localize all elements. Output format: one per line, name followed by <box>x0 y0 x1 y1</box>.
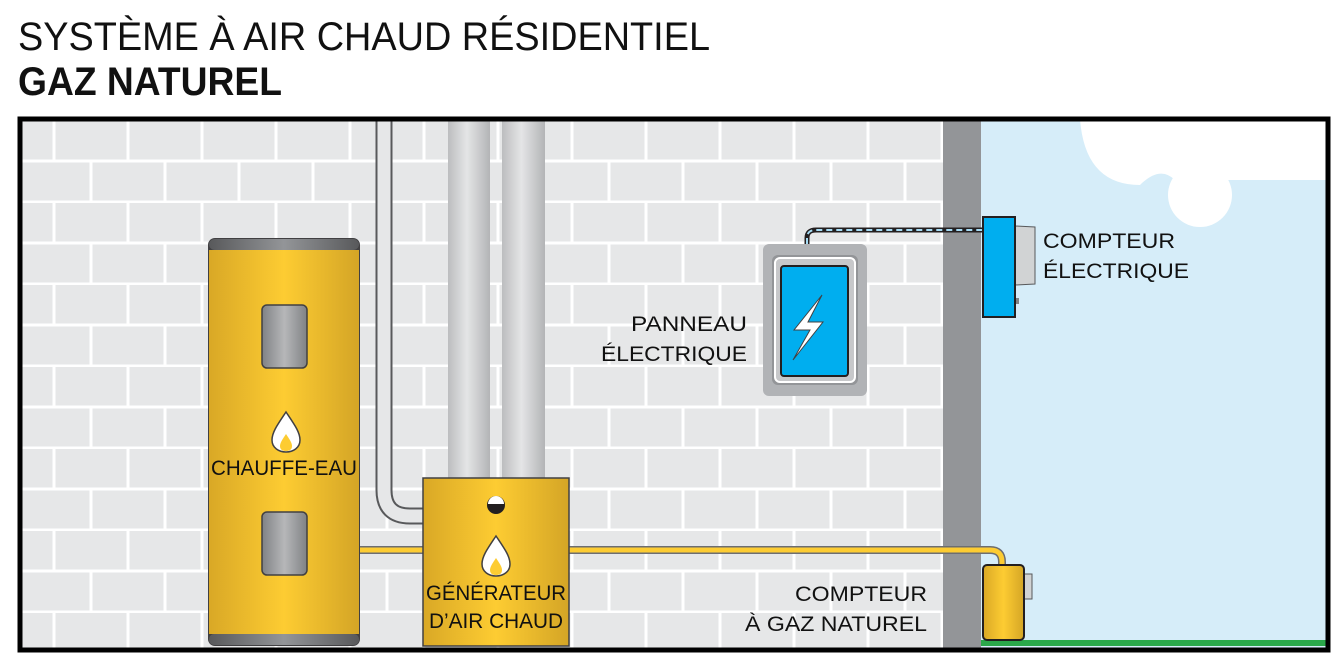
gauge-icon <box>487 496 505 514</box>
water-heater-label: CHAUFFE-EAU <box>211 457 357 480</box>
electric-meter-label-line-2: ÉLECTRIQUE <box>1043 260 1189 283</box>
water-heater-window-top <box>261 304 308 369</box>
gas-meter <box>982 564 1033 641</box>
air-duct-1 <box>448 119 490 481</box>
panel-label-line-2: ÉLECTRIQUE <box>601 343 747 366</box>
cloud <box>1080 119 1328 227</box>
electric-meter <box>982 216 1036 318</box>
water-heater-window-bottom <box>261 511 308 576</box>
title-line-2: GAZ NATUREL <box>18 60 282 104</box>
electric-meter-label-line-1: COMPTEUR <box>1043 230 1175 253</box>
gas-meter-label-line-2: À GAZ NATUREL <box>745 613 927 636</box>
flame-icon <box>271 410 301 453</box>
lightning-icon <box>792 294 825 361</box>
exhaust-pipe <box>377 119 425 523</box>
gas-pipe <box>360 547 1005 568</box>
panel-label-line-1: PANNEAU <box>631 313 747 336</box>
exterior-wall <box>943 119 981 650</box>
title-line-1: SYSTÈME À AIR CHAUD RÉSIDENTIEL <box>18 14 710 59</box>
electric-wire <box>806 229 983 244</box>
outdoor-sky <box>981 119 1328 650</box>
furnace-label-line-1: GÉNÉRATEUR <box>426 582 566 605</box>
flame-icon <box>481 534 511 577</box>
electrical-panel <box>763 244 867 396</box>
air-duct-2 <box>502 119 545 481</box>
ground-line <box>981 640 1328 646</box>
furnace-label-line-2: D’AIR CHAUD <box>429 610 563 633</box>
gas-meter-label-line-1: COMPTEUR <box>795 583 927 606</box>
diagram-frame <box>17 116 1331 653</box>
